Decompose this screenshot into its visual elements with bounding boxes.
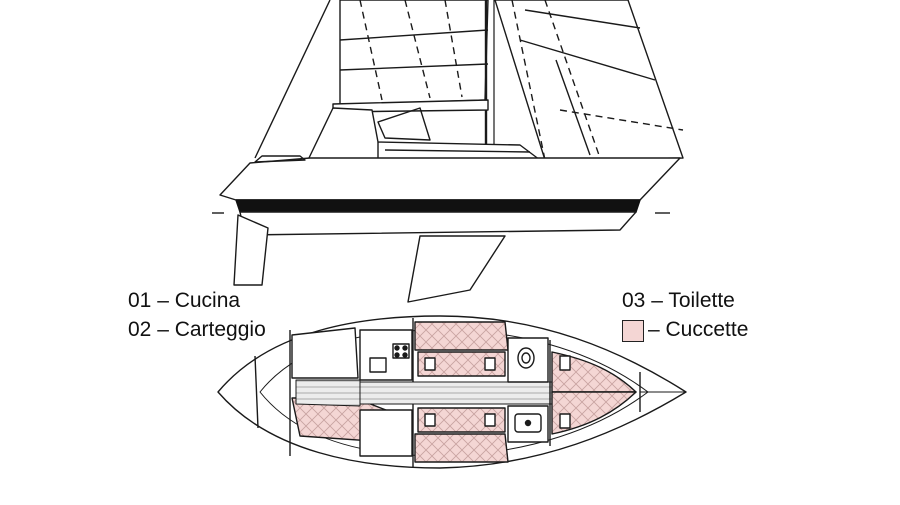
legend-carteggio: 02 – Carteggio — [128, 318, 266, 341]
sailboat-profile-drawing — [212, 0, 684, 303]
genoa-sail — [494, 0, 684, 161]
boot-stripe — [235, 199, 641, 213]
berth-v-bottom — [551, 391, 637, 435]
berth-saloon-bottom-outer — [414, 433, 509, 463]
legend-cuccette-swatch — [622, 320, 644, 342]
berth-saloon-top-inner — [417, 351, 506, 377]
legend-cuccette: – Cuccette — [648, 318, 749, 341]
rudder — [233, 214, 269, 286]
hull-topsides — [219, 157, 681, 201]
stove-icon — [392, 343, 410, 359]
berth-saloon-top — [414, 321, 509, 351]
chart-table — [359, 409, 413, 457]
mainsail — [339, 0, 489, 106]
berth-saloon-bottom — [417, 407, 506, 433]
backstay — [254, 0, 331, 159]
hull-interior-layout-plan — [217, 315, 687, 469]
legend-cucina: 01 – Cucina — [128, 289, 241, 312]
sink-icon — [514, 413, 542, 433]
legend-toilette: 03 – Toilette — [622, 289, 735, 312]
toilet-icon — [517, 347, 535, 369]
keel — [407, 235, 506, 303]
